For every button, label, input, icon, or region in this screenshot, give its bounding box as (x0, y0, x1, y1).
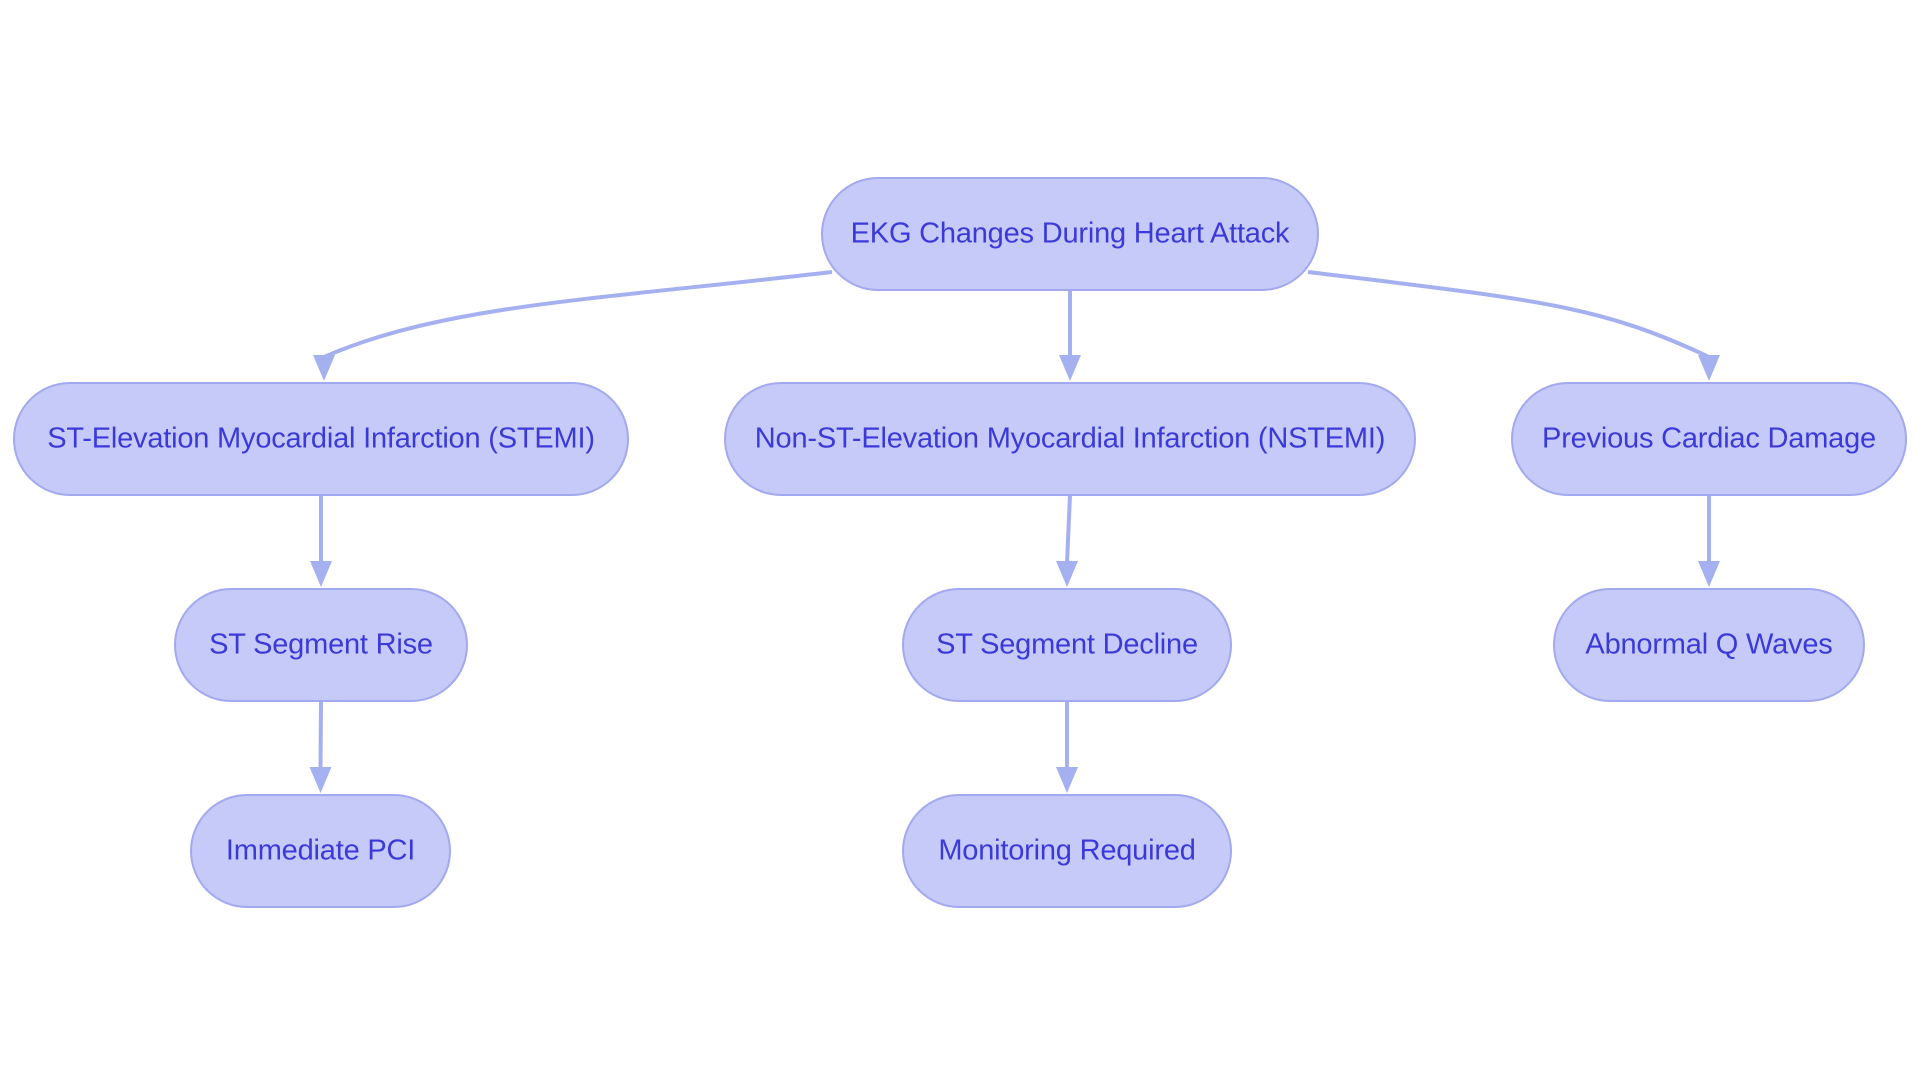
edge-arrowhead (313, 355, 335, 381)
flow-edge (313, 270, 833, 381)
edge-arrowhead (309, 767, 332, 793)
flow-edge (1698, 495, 1720, 587)
flow-edge (310, 495, 332, 587)
flow-edge (309, 700, 332, 793)
edges-layer (309, 270, 1720, 793)
node-label: Immediate PCI (226, 835, 415, 867)
nodes-layer: EKG Changes During Heart AttackST-Elevat… (13, 177, 1907, 908)
flow-node-st-decline[interactable]: ST Segment Decline (902, 588, 1232, 702)
edge-arrowhead (1059, 355, 1081, 381)
node-shape[interactable] (724, 382, 1416, 496)
node-label: Monitoring Required (938, 835, 1195, 867)
flow-node-st-rise[interactable]: ST Segment Rise (174, 588, 468, 702)
node-label: Non-ST-Elevation Myocardial Infarction (… (755, 423, 1385, 455)
node-shape[interactable] (1511, 382, 1907, 496)
edge-arrowhead (1698, 355, 1720, 381)
edge-arrowhead (1056, 767, 1078, 793)
edge-arrowhead (1056, 561, 1078, 587)
node-label: Previous Cardiac Damage (1542, 423, 1876, 455)
node-shape[interactable] (190, 794, 451, 908)
flow-node-root[interactable]: EKG Changes During Heart Attack (821, 177, 1319, 291)
node-shape[interactable] (13, 382, 629, 496)
flow-node-stemi[interactable]: ST-Elevation Myocardial Infarction (STEM… (13, 382, 629, 496)
node-shape[interactable] (174, 588, 468, 702)
node-label: Abnormal Q Waves (1585, 629, 1832, 661)
flow-edge (1059, 290, 1081, 381)
node-shape[interactable] (821, 177, 1319, 291)
flow-edge (1056, 494, 1078, 587)
node-label: ST-Elevation Myocardial Infarction (STEM… (47, 423, 595, 455)
node-shape[interactable] (1553, 588, 1865, 702)
flow-edge (1056, 701, 1078, 793)
edge-arrowhead (1698, 561, 1720, 587)
edge-arrowhead (310, 561, 332, 587)
flow-node-nstemi[interactable]: Non-ST-Elevation Myocardial Infarction (… (724, 382, 1416, 496)
flow-node-previous[interactable]: Previous Cardiac Damage (1511, 382, 1907, 496)
flow-node-q-waves[interactable]: Abnormal Q Waves (1553, 588, 1865, 702)
node-label: EKG Changes During Heart Attack (851, 218, 1290, 250)
node-label: ST Segment Decline (936, 629, 1198, 661)
flow-node-pci[interactable]: Immediate PCI (190, 794, 451, 908)
node-shape[interactable] (902, 794, 1232, 908)
flow-node-monitoring[interactable]: Monitoring Required (902, 794, 1232, 908)
node-label: ST Segment Rise (209, 629, 433, 661)
flow-edge (1307, 270, 1720, 381)
node-shape[interactable] (902, 588, 1232, 702)
